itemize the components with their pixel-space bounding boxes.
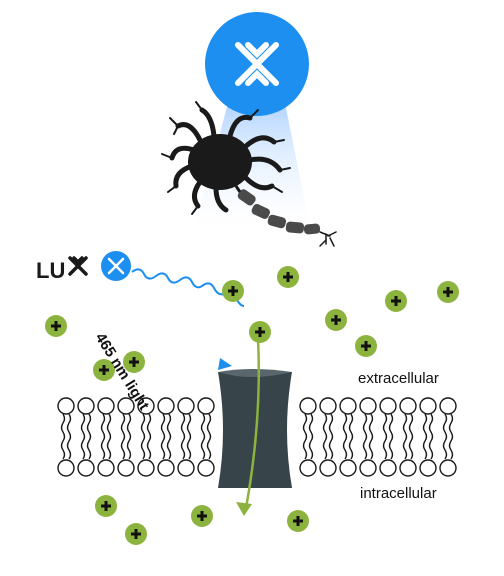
lipid-tail — [322, 413, 328, 460]
lipid-head — [57, 397, 75, 415]
membrane-right — [299, 397, 457, 477]
membrane-left — [57, 397, 215, 477]
light-beam — [192, 88, 312, 238]
lipid-tail — [388, 413, 394, 460]
lipid-head — [137, 397, 155, 415]
lipid-head — [359, 397, 377, 415]
ion-channel-icon — [218, 369, 292, 488]
brand-logo: LU — [36, 256, 88, 283]
lipid-head — [399, 397, 417, 415]
lipid-tail — [402, 413, 408, 460]
lipid-head — [57, 459, 75, 477]
positive-ion-icon — [93, 359, 115, 381]
lipid-head — [157, 459, 175, 477]
lipid-tail — [126, 413, 132, 460]
lipid-head — [379, 459, 397, 477]
lipid-tail — [200, 413, 206, 460]
lipid-tail — [160, 413, 166, 460]
lipid-head — [197, 459, 215, 477]
lipid-head — [97, 397, 115, 415]
lipid-head — [419, 459, 437, 477]
lipid-tail — [180, 413, 186, 460]
ion-flow-arrow — [236, 337, 261, 516]
extracellular-label: extracellular — [358, 370, 439, 387]
positive-ion-icon — [325, 309, 347, 331]
lipid-tail — [308, 413, 314, 460]
lipid-head — [77, 459, 95, 477]
positive-ion-icon — [385, 290, 407, 312]
lipid-tail — [100, 413, 106, 460]
lipid-tail — [60, 413, 66, 460]
lipid-head — [117, 397, 135, 415]
lipid-tail — [368, 413, 374, 460]
lipid-tail — [408, 413, 414, 460]
intracellular-label: intracellular — [360, 485, 437, 502]
positive-ion-icon — [249, 321, 271, 343]
lipid-head — [177, 397, 195, 415]
positive-ion-icon — [45, 315, 67, 337]
light-arrowhead — [218, 358, 232, 370]
lipid-tail — [80, 413, 86, 460]
neuron-icon — [161, 101, 337, 247]
lipid-head — [339, 459, 357, 477]
lipid-head — [419, 397, 437, 415]
lipid-tail — [120, 413, 126, 460]
positive-ion-icon — [95, 495, 117, 517]
positive-ion-icon — [355, 335, 377, 357]
lamp-logo-icon — [205, 12, 309, 116]
lipid-tail — [382, 413, 388, 460]
lipid-head — [359, 459, 377, 477]
lipid-head — [97, 459, 115, 477]
lipid-tail — [302, 413, 308, 460]
lipid-head — [339, 397, 357, 415]
lipid-tail — [106, 413, 112, 460]
lipid-head — [77, 397, 95, 415]
lipid-tail — [422, 413, 428, 460]
positive-ion-icon — [287, 510, 309, 532]
positive-ion-icon — [125, 523, 147, 545]
lipid-tail — [86, 413, 92, 460]
lipid-tail — [328, 413, 334, 460]
lipid-tail — [206, 413, 212, 460]
positive-ions — [45, 266, 459, 545]
lipid-tail — [146, 413, 152, 460]
lipid-head — [439, 397, 457, 415]
lipid-head — [117, 459, 135, 477]
positive-ion-icon — [437, 281, 459, 303]
lipid-tail — [442, 413, 448, 460]
cell-membrane — [57, 397, 457, 477]
lipid-tail — [140, 413, 146, 460]
lipid-tail — [448, 413, 454, 460]
lipid-head — [319, 397, 337, 415]
lipid-head — [299, 397, 317, 415]
lipid-head — [319, 459, 337, 477]
lipid-head — [137, 459, 155, 477]
lipid-head — [157, 397, 175, 415]
lipid-tail — [348, 413, 354, 460]
lipid-tail — [186, 413, 192, 460]
positive-ion-icon — [123, 351, 145, 373]
lipid-head — [177, 459, 195, 477]
lipid-tail — [66, 413, 72, 460]
brand-text: LU — [36, 258, 65, 283]
lipid-head — [299, 459, 317, 477]
positive-ion-icon — [222, 280, 244, 302]
small-lamp-icon — [101, 251, 131, 281]
lipid-head — [399, 459, 417, 477]
lipid-tail — [362, 413, 368, 460]
lipid-tail — [428, 413, 434, 460]
lipid-head — [379, 397, 397, 415]
positive-ion-icon — [191, 505, 213, 527]
lipid-tail — [342, 413, 348, 460]
positive-ion-icon — [277, 266, 299, 288]
lipid-head — [439, 459, 457, 477]
lipid-tail — [166, 413, 172, 460]
lipid-head — [197, 397, 215, 415]
